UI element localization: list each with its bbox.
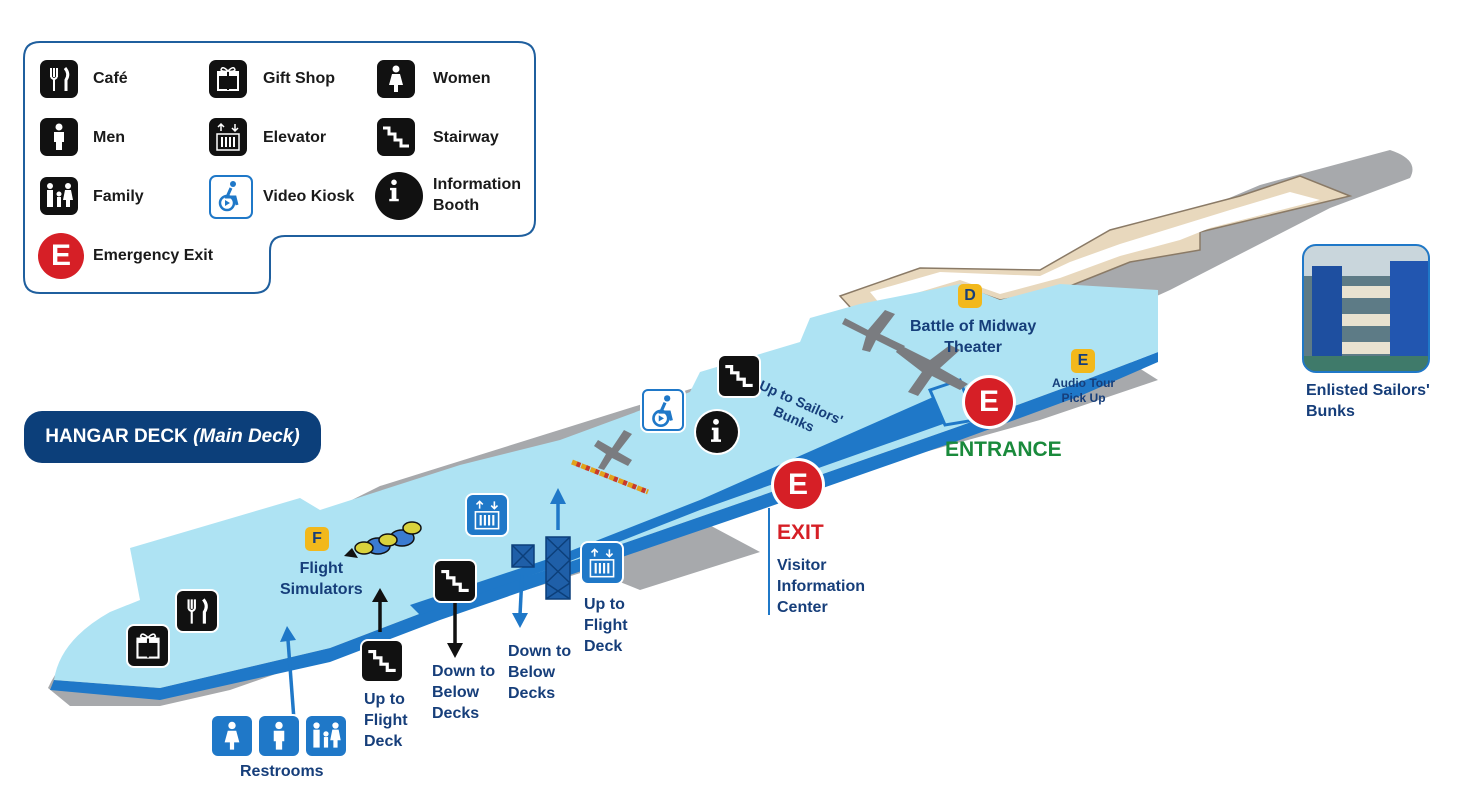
deck-floor bbox=[54, 284, 1158, 688]
stairway-icon bbox=[362, 641, 402, 681]
elevator-icon bbox=[467, 495, 507, 535]
family-icon bbox=[306, 716, 346, 756]
men-icon bbox=[40, 118, 78, 156]
battle-theater-label: Battle of Midway Theater bbox=[910, 318, 1037, 356]
video-kiosk-icon bbox=[209, 175, 253, 219]
exit-label: EXIT bbox=[777, 521, 824, 544]
entrance-label: ENTRANCE bbox=[945, 438, 1062, 461]
zone-e-badge: E bbox=[1071, 349, 1095, 373]
legend-elevator-label: Elevator bbox=[263, 129, 327, 146]
women-icon bbox=[377, 60, 415, 98]
legend-information-label: Information Booth bbox=[433, 176, 521, 214]
entrance-exit-marker: E bbox=[965, 378, 1013, 426]
cafe-icon bbox=[40, 60, 78, 98]
up-flight-deck-label: Up to Flight Deck bbox=[584, 596, 628, 655]
legend-video-kiosk-label: Video Kiosk bbox=[263, 188, 355, 205]
down-below-decks-label: Down to Below Decks bbox=[508, 643, 572, 702]
information-icon bbox=[696, 411, 738, 453]
flight-simulators-label: Flight Simulators bbox=[280, 560, 363, 598]
enlisted-bunks-label: Enlisted Sailors' Bunks bbox=[1306, 382, 1430, 420]
visitor-info-label: Visitor Information Center bbox=[777, 557, 865, 616]
simulator-pods bbox=[344, 521, 422, 558]
gift-shop-icon bbox=[209, 60, 247, 98]
elevator-tower bbox=[511, 536, 571, 600]
up-flight-deck-label: Up to Flight Deck bbox=[364, 691, 408, 750]
men-icon bbox=[259, 716, 299, 756]
restrooms-label: Restrooms bbox=[240, 763, 324, 780]
elevator-icon bbox=[582, 543, 622, 583]
legend-men-label: Men bbox=[93, 129, 125, 146]
stairway-icon bbox=[719, 356, 759, 396]
bunks-photo bbox=[1302, 244, 1430, 373]
legend-box bbox=[23, 41, 536, 294]
stairway-icon bbox=[377, 118, 415, 156]
deck-title: HANGAR DECK (Main Deck) bbox=[24, 411, 321, 463]
legend-stairway-label: Stairway bbox=[433, 129, 499, 146]
video-kiosk-icon bbox=[642, 389, 684, 431]
emergency-exit-icon: E bbox=[38, 233, 84, 279]
zone-d-badge: D bbox=[958, 284, 982, 308]
information-icon bbox=[375, 172, 423, 220]
elevator-icon bbox=[209, 118, 247, 156]
gift-shop-icon bbox=[128, 626, 168, 666]
legend-cafe-label: Café bbox=[93, 70, 128, 87]
bunk-white bbox=[870, 192, 1320, 304]
legend-gift-shop-label: Gift Shop bbox=[263, 70, 335, 87]
stairway-icon bbox=[435, 561, 475, 601]
legend-women-label: Women bbox=[433, 70, 491, 87]
down-below-decks-label: Down to Below Decks bbox=[432, 663, 496, 722]
legend-family-label: Family bbox=[93, 188, 144, 205]
women-icon bbox=[212, 716, 252, 756]
aircraft-icon bbox=[594, 310, 968, 470]
cafe-icon bbox=[177, 591, 217, 631]
exit-marker: E bbox=[774, 461, 822, 509]
audio-tour-label: Audio Tour Pick Up bbox=[1052, 376, 1116, 405]
legend-emergency-exit-label: Emergency Exit bbox=[93, 247, 214, 264]
family-icon bbox=[40, 177, 78, 215]
zone-f-badge: F bbox=[305, 527, 329, 551]
barrier bbox=[571, 459, 649, 495]
arrows bbox=[280, 488, 566, 721]
